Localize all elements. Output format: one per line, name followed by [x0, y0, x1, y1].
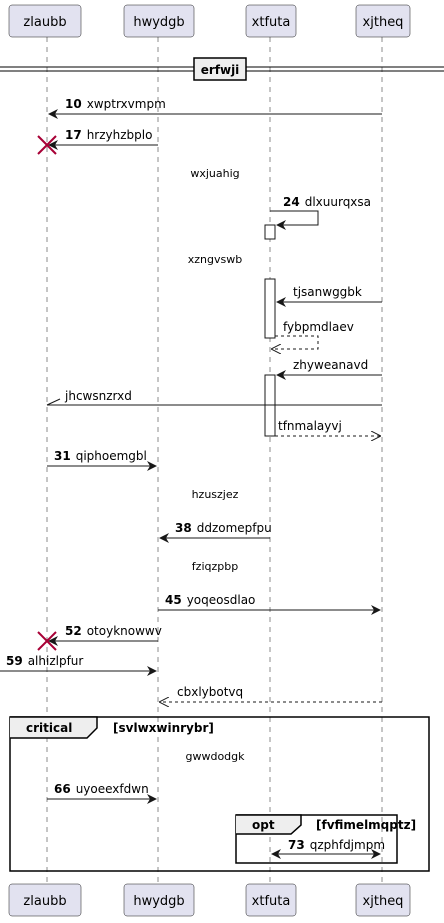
critical-condition: [svlwxwinrybr] [113, 721, 214, 735]
opt-label: opt [252, 818, 275, 832]
svg-text:cbxlybotvq: cbxlybotvq [177, 685, 243, 699]
svg-text:xtfuta: xtfuta [252, 894, 291, 909]
message-zhyweanavd: zhyweanavd [276, 358, 382, 380]
svg-text:zhyweanavd: zhyweanavd [293, 358, 368, 372]
opt-fragment: opt [fvfimelmqptz] [235, 814, 416, 864]
participant-xjtheq-bottom: xjtheq [355, 883, 411, 917]
svg-text:tfnmalayvj: tfnmalayvj [278, 419, 342, 433]
participant-hwydgb-top: hwydgb [123, 4, 195, 38]
svg-text:xjtheq: xjtheq [363, 15, 404, 30]
delay-label: xzngvswb [188, 253, 242, 266]
delay-label: hzuszjez [192, 488, 239, 501]
message-fybpmdlaev: fybpmdlaev [272, 320, 354, 349]
delay-label: fziqzpbp [192, 560, 238, 573]
activation-bar [264, 224, 276, 240]
delay-label: gwwdodgk [185, 750, 245, 763]
message-cbxlybotvq: cbxlybotvq [160, 685, 382, 702]
destroy-icon [37, 135, 57, 155]
svg-text:xtfuta: xtfuta [252, 15, 291, 30]
message-tjsanwggbk: tjsanwggbk [276, 285, 382, 307]
destroy-icon [37, 631, 57, 651]
participant-xtfuta-top: xtfuta [245, 4, 297, 38]
message-jhcwsnzrxd: jhcwsnzrxd [46, 389, 382, 406]
participant-zlaubb-bottom: zlaubb [8, 883, 82, 917]
participant-xtfuta-bottom: xtfuta [245, 883, 297, 917]
activation-bar [264, 278, 276, 339]
critical-fragment: critical [svlwxwinrybr] [9, 716, 430, 872]
svg-text:tjsanwggbk: tjsanwggbk [293, 285, 362, 299]
participant-hwydgb-bottom: hwydgb [123, 883, 195, 917]
svg-text:xjtheq: xjtheq [363, 894, 404, 909]
participant-xjtheq-top: xjtheq [355, 4, 411, 38]
participant-zlaubb-top: zlaubb [8, 4, 82, 38]
separator: erfwji [0, 57, 444, 81]
svg-text:jhcwsnzrxd: jhcwsnzrxd [64, 389, 132, 403]
critical-label: critical [26, 721, 72, 735]
svg-text:hwydgb: hwydgb [133, 894, 184, 909]
opt-condition: [fvfimelmqptz] [316, 818, 416, 832]
message-tfnmalayvj: tfnmalayvj [275, 419, 380, 436]
svg-text:zlaubb: zlaubb [23, 15, 66, 30]
svg-text:fybpmdlaev: fybpmdlaev [283, 320, 354, 334]
svg-text:zlaubb: zlaubb [23, 894, 66, 909]
separator-label: erfwji [201, 63, 240, 77]
delay-label: wxjuahig [190, 167, 239, 180]
svg-text:hwydgb: hwydgb [133, 15, 184, 30]
